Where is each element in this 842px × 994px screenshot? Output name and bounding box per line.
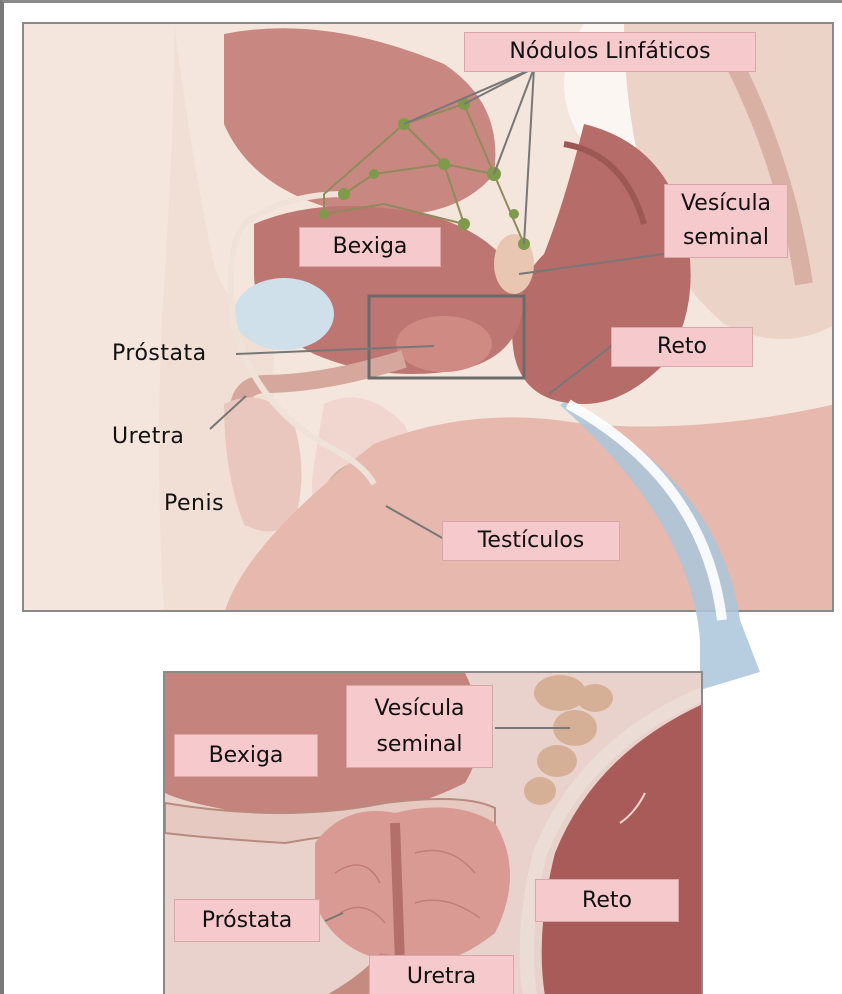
inset-label-urethra: Uretra (369, 955, 514, 994)
inset-prostate-shape (315, 807, 510, 965)
inset-label-rectum: Reto (535, 879, 679, 922)
inset-label-prostate: Próstata (174, 899, 320, 942)
pubic-bone (234, 278, 334, 350)
label-bladder: Bexiga (299, 227, 441, 267)
label-testicles: Testículos (442, 521, 620, 561)
label-seminal-vesicle-line2: seminal (683, 221, 769, 255)
label-prostate: Próstata (112, 341, 207, 366)
prostate-shape (396, 316, 492, 372)
inset-zoom-panel: Vesícula seminal Bexiga Próstata Reto Ur… (163, 671, 703, 994)
label-lymph-nodes: Nódulos Linfáticos (464, 32, 756, 72)
label-penis: Penis (164, 491, 224, 516)
label-urethra: Uretra (112, 424, 184, 449)
inset-label-seminal-vesicle: Vesícula seminal (346, 685, 493, 768)
label-seminal-vesicle: Vesícula seminal (664, 184, 788, 258)
inset-urethra-channel (395, 823, 400, 963)
sagittal-illustration (24, 24, 834, 612)
inset-label-seminal-vesicle-line2: seminal (376, 727, 462, 763)
label-rectum: Reto (611, 327, 753, 367)
label-seminal-vesicle-line1: Vesícula (681, 187, 771, 221)
sagittal-anatomy-panel: Nódulos Linfáticos Bexiga Vesícula semin… (22, 22, 834, 612)
inset-label-bladder: Bexiga (174, 734, 318, 777)
inset-label-seminal-vesicle-line1: Vesícula (374, 691, 464, 727)
